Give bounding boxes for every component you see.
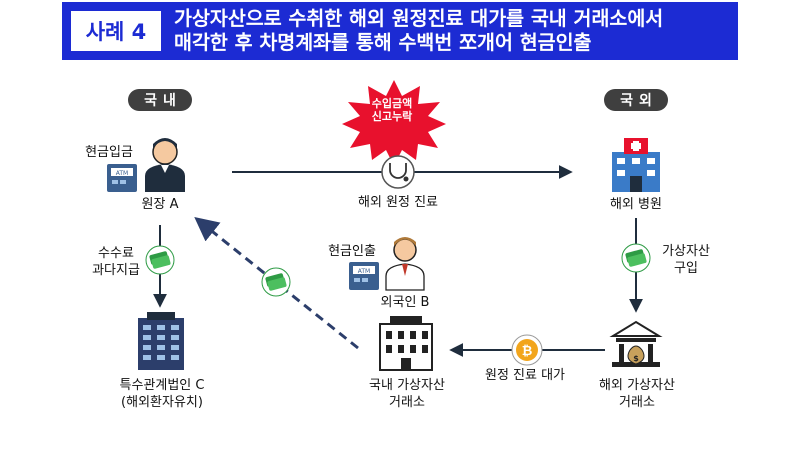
- fee-line1: 수수료: [98, 246, 134, 261]
- burst-line1: 수입금액: [371, 97, 413, 110]
- bitcoin-icon: ₿: [511, 334, 543, 366]
- hospital-icon: [612, 138, 660, 192]
- svg-text:₿: ₿: [522, 344, 533, 359]
- svg-text:ATM: ATM: [116, 170, 128, 177]
- bank-money-icon: $: [609, 320, 663, 367]
- money-icon-fee: [145, 245, 175, 275]
- foreigner-b-label: 외국인 B: [380, 295, 430, 310]
- corp-c-label: 특수관계법인 C (해외환자유치): [102, 377, 222, 411]
- burst-line2: 신고누락: [371, 110, 413, 123]
- crypto-buy-line2: 구입: [674, 261, 698, 276]
- treatment-payment-label: 원정 진료 대가: [484, 368, 566, 383]
- domestic-exchange-line2: 거래소: [389, 395, 425, 410]
- cash-withdraw-label: 현금인출: [328, 244, 376, 259]
- svg-text:ATM: ATM: [358, 268, 370, 275]
- crypto-buy-line1: 가상자산: [662, 244, 710, 259]
- arrow-dashed-return: [194, 217, 359, 350]
- atm-icon-b: ATM: [349, 262, 379, 290]
- atm-icon-a: ATM: [107, 164, 137, 192]
- fee-label: 수수료 과다지급: [86, 245, 146, 279]
- domestic-pill: 국내: [128, 89, 192, 111]
- header-title-line1: 가상자산으로 수취한 해외 원정진료 대가를 국내 거래소에서: [174, 7, 664, 30]
- case-badge: 사례 4: [68, 8, 164, 54]
- header-title: 가상자산으로 수취한 해외 원정진료 대가를 국내 거래소에서 매각한 후 차명…: [174, 7, 734, 55]
- overseas-hospital-label: 해외 병원: [610, 197, 662, 212]
- burst-label: 수입금액 신고누락: [352, 97, 432, 123]
- domestic-exchange-line1: 국내 가상자산: [369, 378, 445, 393]
- overseas-exchange-line2: 거래소: [619, 395, 655, 410]
- header-banner: [62, 2, 738, 60]
- overseas-treatment-label: 해외 원정 진료: [357, 195, 439, 210]
- corp-c-line2: (해외환자유치): [121, 395, 203, 410]
- businessman-icon: [145, 138, 185, 192]
- money-icon-dashed: [261, 267, 291, 297]
- svg-text:$: $: [633, 354, 639, 363]
- director-a-label: 원장 A: [141, 197, 179, 212]
- overseas-exchange-label: 해외 가상자산 거래소: [582, 377, 692, 411]
- foreigner-icon: [385, 237, 425, 291]
- crypto-buy-label: 가상자산 구입: [654, 243, 718, 277]
- exchange-building-icon: [379, 316, 433, 371]
- office-building-icon: [138, 312, 184, 370]
- overseas-exchange-line1: 해외 가상자산: [599, 378, 675, 393]
- money-icon-crypto-buy: [621, 243, 651, 273]
- stethoscope-icon: [381, 155, 415, 189]
- starburst-icon: [342, 80, 446, 166]
- cash-deposit-label: 현금입금: [85, 145, 133, 160]
- fee-line2: 과다지급: [92, 263, 140, 278]
- corp-c-line1: 특수관계법인 C: [119, 378, 205, 393]
- domestic-exchange-label: 국내 가상자산 거래소: [352, 377, 462, 411]
- overseas-pill: 국외: [604, 89, 668, 111]
- header-title-line2: 매각한 후 차명계좌를 통해 수백번 쪼개어 현금인출: [174, 31, 592, 54]
